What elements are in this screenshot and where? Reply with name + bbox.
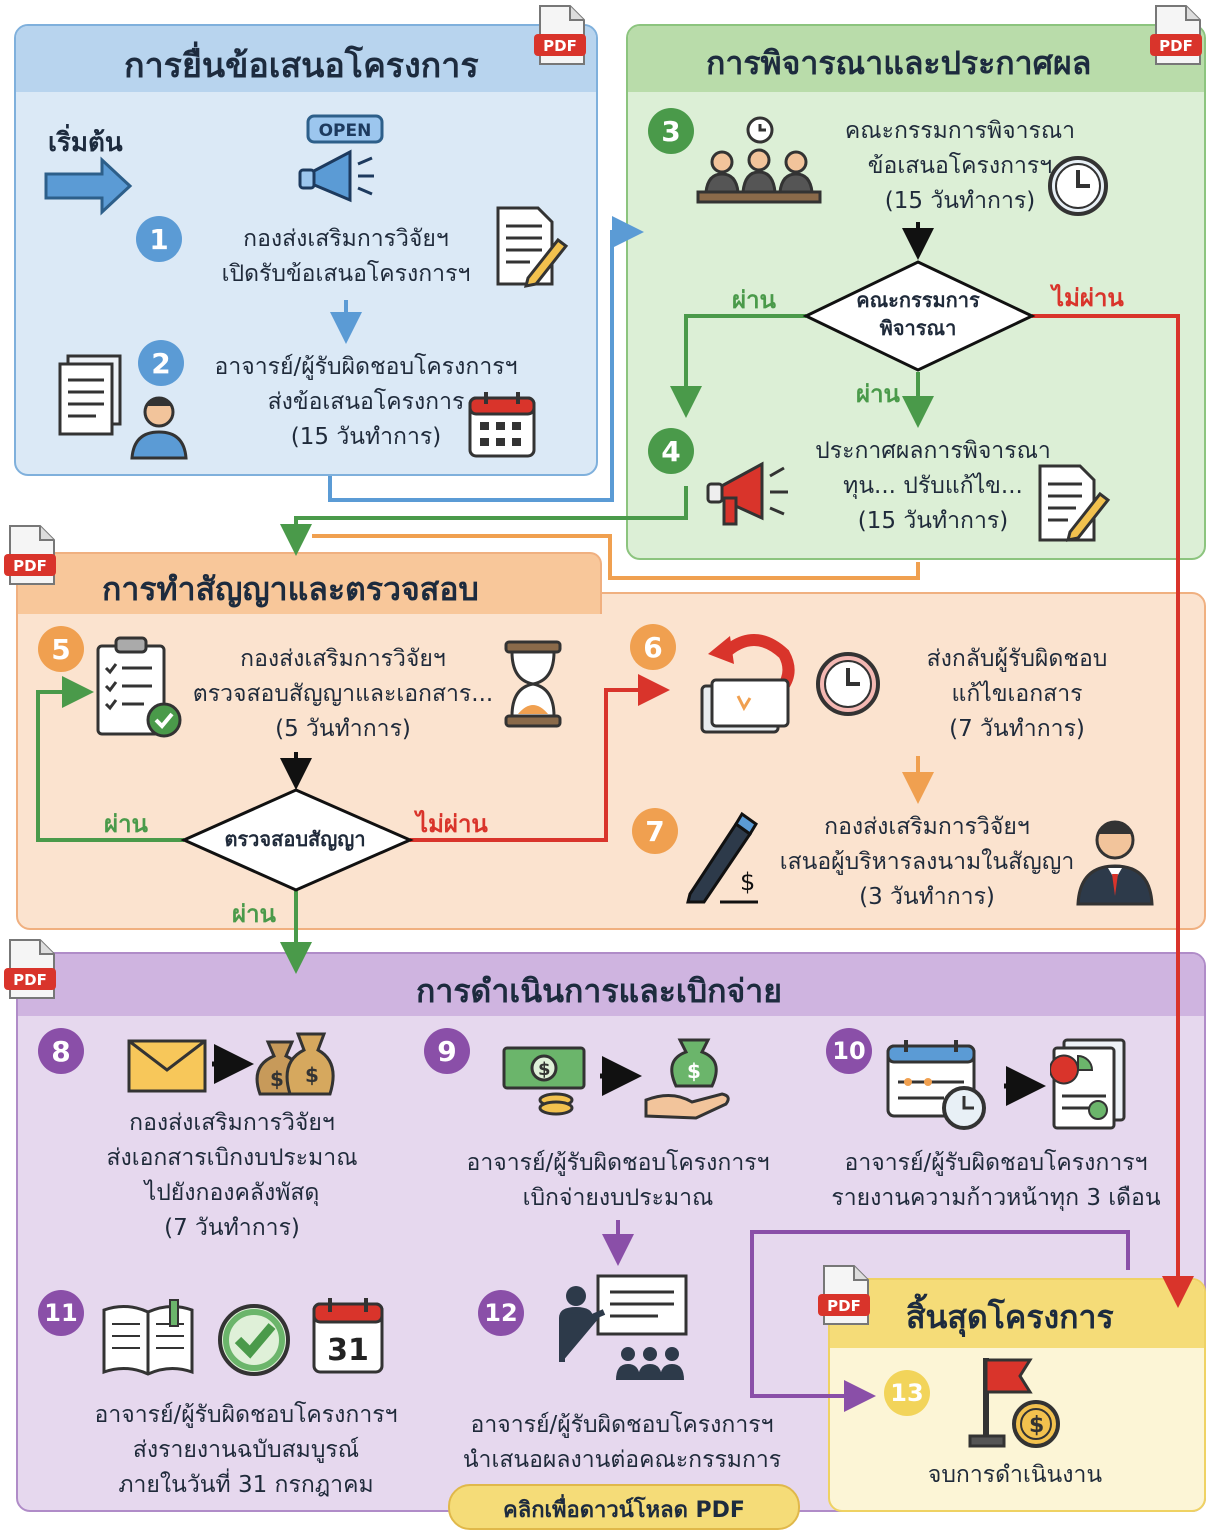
svg-text:PDF: PDF [827,1297,861,1315]
contract-panel [16,592,1206,930]
checklist-clipboard-icon [96,636,182,738]
clock-icon [1048,156,1108,216]
step-10-text: อาจารย์/ผู้รับผิดชอบโครงการฯรายงานความก้… [831,1150,1161,1211]
step-4-number: 4 [648,428,694,474]
svg-text:PDF: PDF [13,971,47,989]
calendar-icon [468,392,536,458]
step-11-number: 11 [38,1290,84,1336]
progress-calendar-icon [886,1040,986,1130]
hourglass-icon [504,640,562,728]
report-chart-icon [1050,1038,1126,1130]
step-8-number: 8 [38,1028,84,1074]
step-12-number: 12 [478,1290,524,1336]
submit-title: การยื่นข้อเสนอโครงการ [124,46,479,86]
step-13-number: 13 [884,1370,930,1416]
contract-fail-label: ไม่ผ่าน [416,810,488,838]
start-arrow [44,156,133,216]
step-12-text: อาจารย์/ผู้รับผิดชอบโครงการฯนำเสนอผลงานต… [462,1412,782,1473]
step-3-number: 3 [648,108,694,154]
cash-coins-icon: $ [502,1046,586,1116]
pdf-icon[interactable]: PDF [816,1264,872,1328]
contract-decision-diamond [180,788,414,892]
clock-icon [816,652,880,716]
committee-pass-down-label: ผ่าน [856,380,900,408]
committee-decision-diamond [802,260,1036,372]
svg-text:$: $ [538,1059,551,1080]
pdf-icon[interactable]: PDF [532,4,588,68]
svg-text:31: 31 [327,1333,369,1368]
step-11-text: อาจารย์/ผู้รับผิดชอบโครงการฯส่งรายงานฉบั… [94,1402,398,1498]
contract-title: การทำสัญญาและตรวจสอบ [102,570,479,608]
step-9-number: 9 [424,1028,470,1074]
step-7-text: กองส่งเสริมการวิจัยฯเสนอผู้บริหารลงนามใน… [779,814,1075,910]
contract-pass-left-label: ผ่าน [104,810,148,838]
svg-text:$: $ [270,1067,284,1091]
presentation-icon [559,1274,688,1380]
pdf-icon[interactable]: PDF [2,938,58,1002]
envelope-icon [127,1039,207,1093]
svg-text:$: $ [305,1063,319,1087]
megaphone-icon [706,461,788,526]
end-header-band [830,1280,1204,1348]
pdf-icon[interactable]: PDF [2,524,58,588]
step-7-number: 7 [632,808,678,854]
committee-pass-left-label: ผ่าน [732,286,776,314]
step-6-text: ส่งกลับผู้รับผิดชอบแก้ไขเอกสาร(7 วันทำกา… [926,646,1108,742]
committee-decision-text: คณะกรรมการพิจารณา [856,288,980,340]
review-title: การพิจารณาและประกาศผล [706,44,1092,82]
step-6-number: 6 [630,624,676,670]
operate-header-band [18,954,1204,1016]
flag-coin-icon: $ [968,1358,1060,1448]
executive-person-icon [1076,820,1154,906]
calendar-icon: 31 [312,1298,384,1374]
step-3-text: คณะกรรมการพิจารณาข้อเสนอโครงการฯ(15 วันท… [844,118,1076,214]
person-icon [130,396,188,460]
return-document-icon [700,634,795,734]
operate-title: การดำเนินการและเบิกจ่าย [416,972,783,1010]
step-8-text: กองส่งเสริมการวิจัยฯส่งเอกสารเบิกงบประมา… [106,1110,358,1241]
document-stack-icon [58,354,122,436]
end-title: สิ้นสุดโครงการ [906,1298,1114,1336]
step-2-text: อาจารย์/ผู้รับผิดชอบโครงการฯส่งข้อเสนอโค… [214,354,518,450]
download-pdf-button[interactable]: คลิกเพื่อดาวน์โหลด PDF [448,1484,800,1530]
committee-meeting-icon [696,116,822,204]
svg-text:$: $ [687,1059,701,1083]
pen-signature-icon: $ [686,811,758,904]
step-1-number: 1 [136,216,182,262]
document-pen-icon [496,206,569,288]
svg-text:$: $ [1029,1413,1044,1438]
step-10-number: 10 [826,1028,872,1074]
hand-money-bag-icon: $ [644,1038,730,1120]
svg-text:PDF: PDF [13,557,47,575]
step-1-text: กองส่งเสริมการวิจัยฯเปิดรับข้อเสนอโครงกา… [221,226,471,287]
step-5-number: 5 [38,626,84,672]
money-bags-icon: $ $ [255,1032,335,1096]
step-2-number: 2 [138,340,184,386]
pdf-icon[interactable]: PDF [1148,4,1204,68]
review-header-band [628,26,1204,92]
step-9-text: อาจารย์/ผู้รับผิดชอบโครงการฯเบิกจ่ายงบปร… [466,1150,770,1211]
checkmark-circle-icon [218,1304,290,1376]
submit-header-band [16,26,596,92]
step-13-text: จบการดำเนินงาน [927,1462,1103,1488]
svg-text:PDF: PDF [1159,37,1193,55]
download-pdf-label: คลิกเพื่อดาวน์โหลด PDF [503,1498,745,1523]
step-4-text: ประกาศผลการพิจารณาทุน... ปรับแก้ไข...(15… [815,438,1051,534]
step-5-text: กองส่งเสริมการวิจัยฯตรวจสอบสัญญาและเอกสา… [192,646,494,742]
start-label: เริ่มต้น [48,128,123,158]
committee-fail-label: ไม่ผ่าน [1052,284,1124,312]
document-pen-icon [1038,464,1111,542]
svg-text:OPEN: OPEN [319,121,372,141]
contract-pass-down-label: ผ่าน [232,900,276,928]
open-book-icon [102,1299,194,1376]
svg-text:PDF: PDF [543,37,577,55]
megaphone-open-icon: OPEN [298,114,384,203]
svg-text:$: $ [740,868,755,896]
contract-decision-text: ตรวจสอบสัญญา [224,827,366,851]
